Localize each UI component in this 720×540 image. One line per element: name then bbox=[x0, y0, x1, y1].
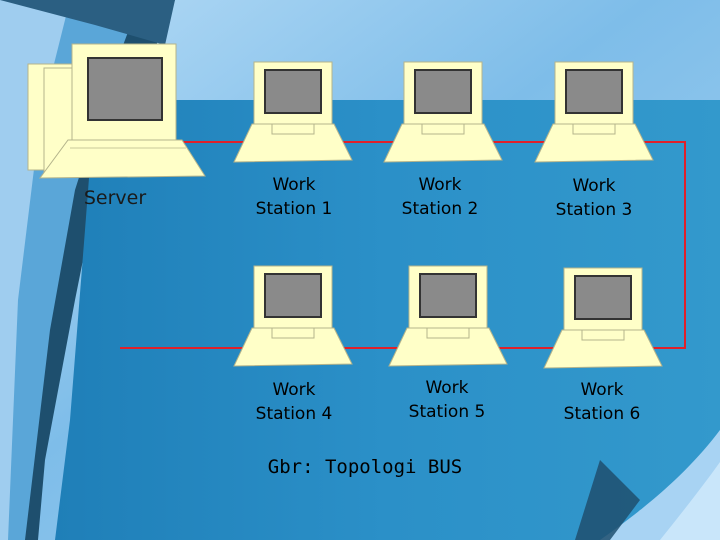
server-label: Server bbox=[83, 187, 147, 209]
diagram-caption: Gbr: Topologi BUS bbox=[267, 456, 463, 478]
workstation-computer-icon bbox=[543, 267, 663, 369]
workstation-computer-icon bbox=[383, 61, 503, 163]
workstation-computer-icon bbox=[233, 265, 353, 367]
workstation-computer-icon bbox=[534, 61, 654, 163]
workstation-computer-icon bbox=[233, 61, 353, 163]
main-blue-panel bbox=[55, 100, 720, 540]
server-computer-icon bbox=[27, 43, 206, 179]
workstation-computer-icon bbox=[388, 265, 508, 367]
